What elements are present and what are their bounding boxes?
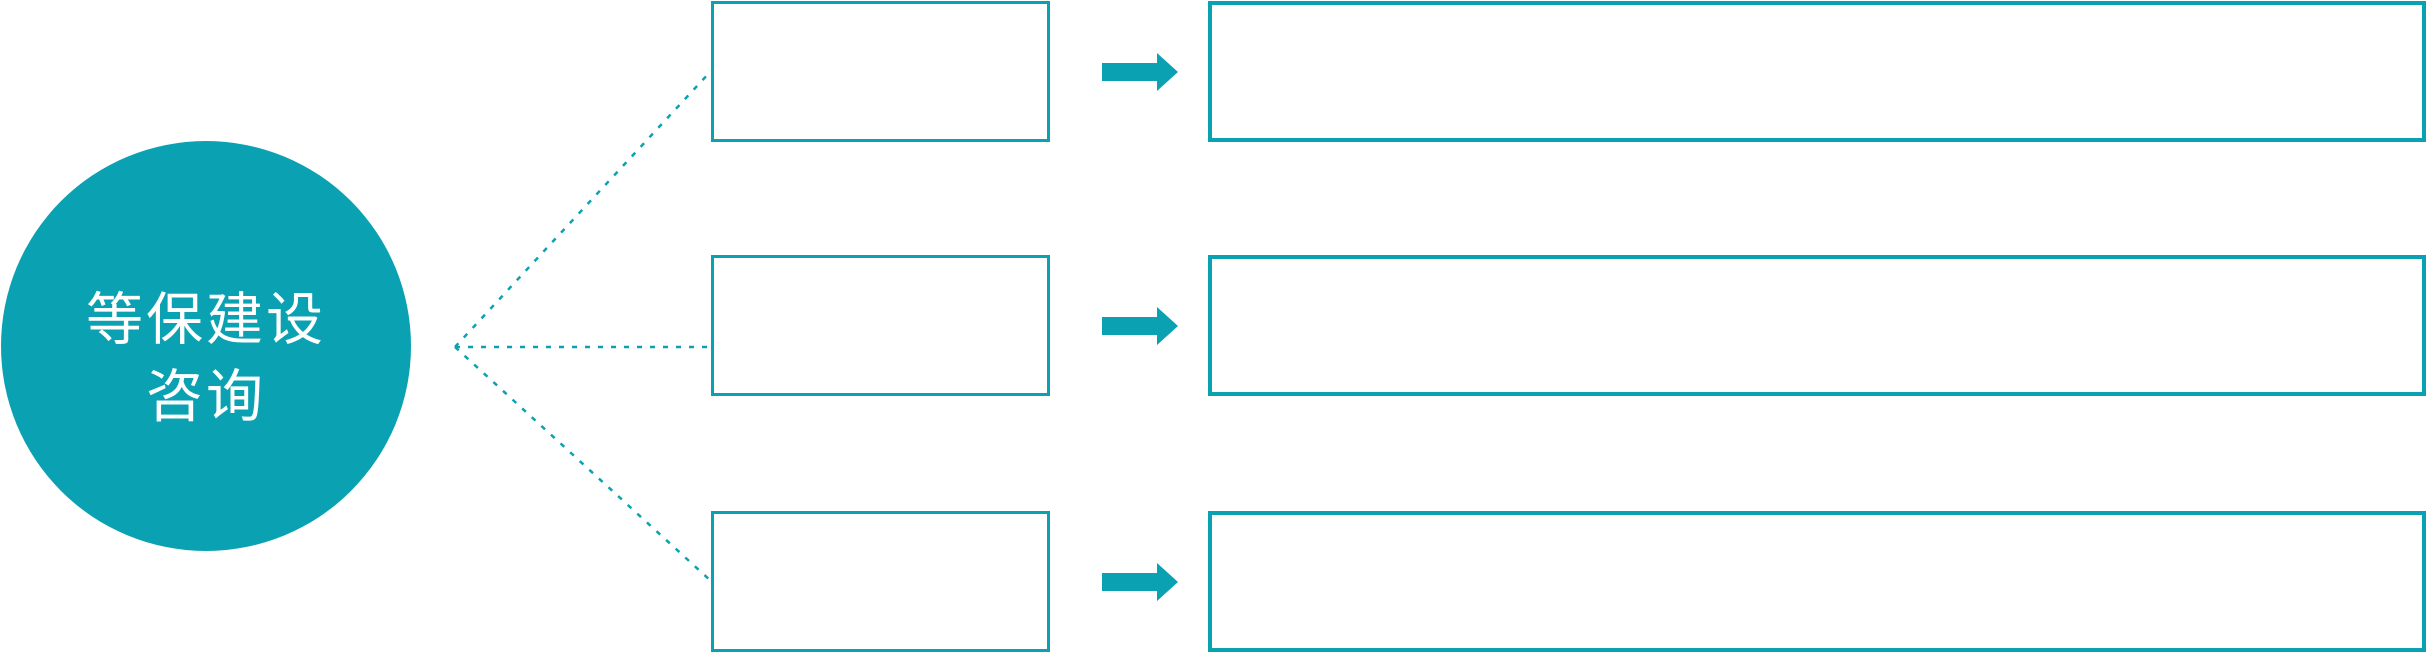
flow-row-2	[0, 255, 2434, 396]
flow-row-3	[0, 511, 2434, 652]
root-node-label-line2: 咨询	[146, 365, 266, 429]
root-node-label-line1: 等保建设	[86, 288, 326, 352]
right-arrow-icon	[1102, 562, 1178, 601]
step-box-2	[711, 255, 1050, 396]
detail-box-3	[1208, 511, 2426, 652]
detail-box-1	[1208, 1, 2426, 142]
right-arrow-icon	[1102, 306, 1178, 345]
step-box-1	[711, 1, 1050, 142]
step-box-3	[711, 511, 1050, 652]
flow-row-1	[0, 1, 2434, 142]
right-arrow-icon	[1102, 52, 1178, 91]
root-node-circle: 等保建设 咨询	[1, 141, 411, 551]
detail-box-2	[1208, 255, 2426, 396]
